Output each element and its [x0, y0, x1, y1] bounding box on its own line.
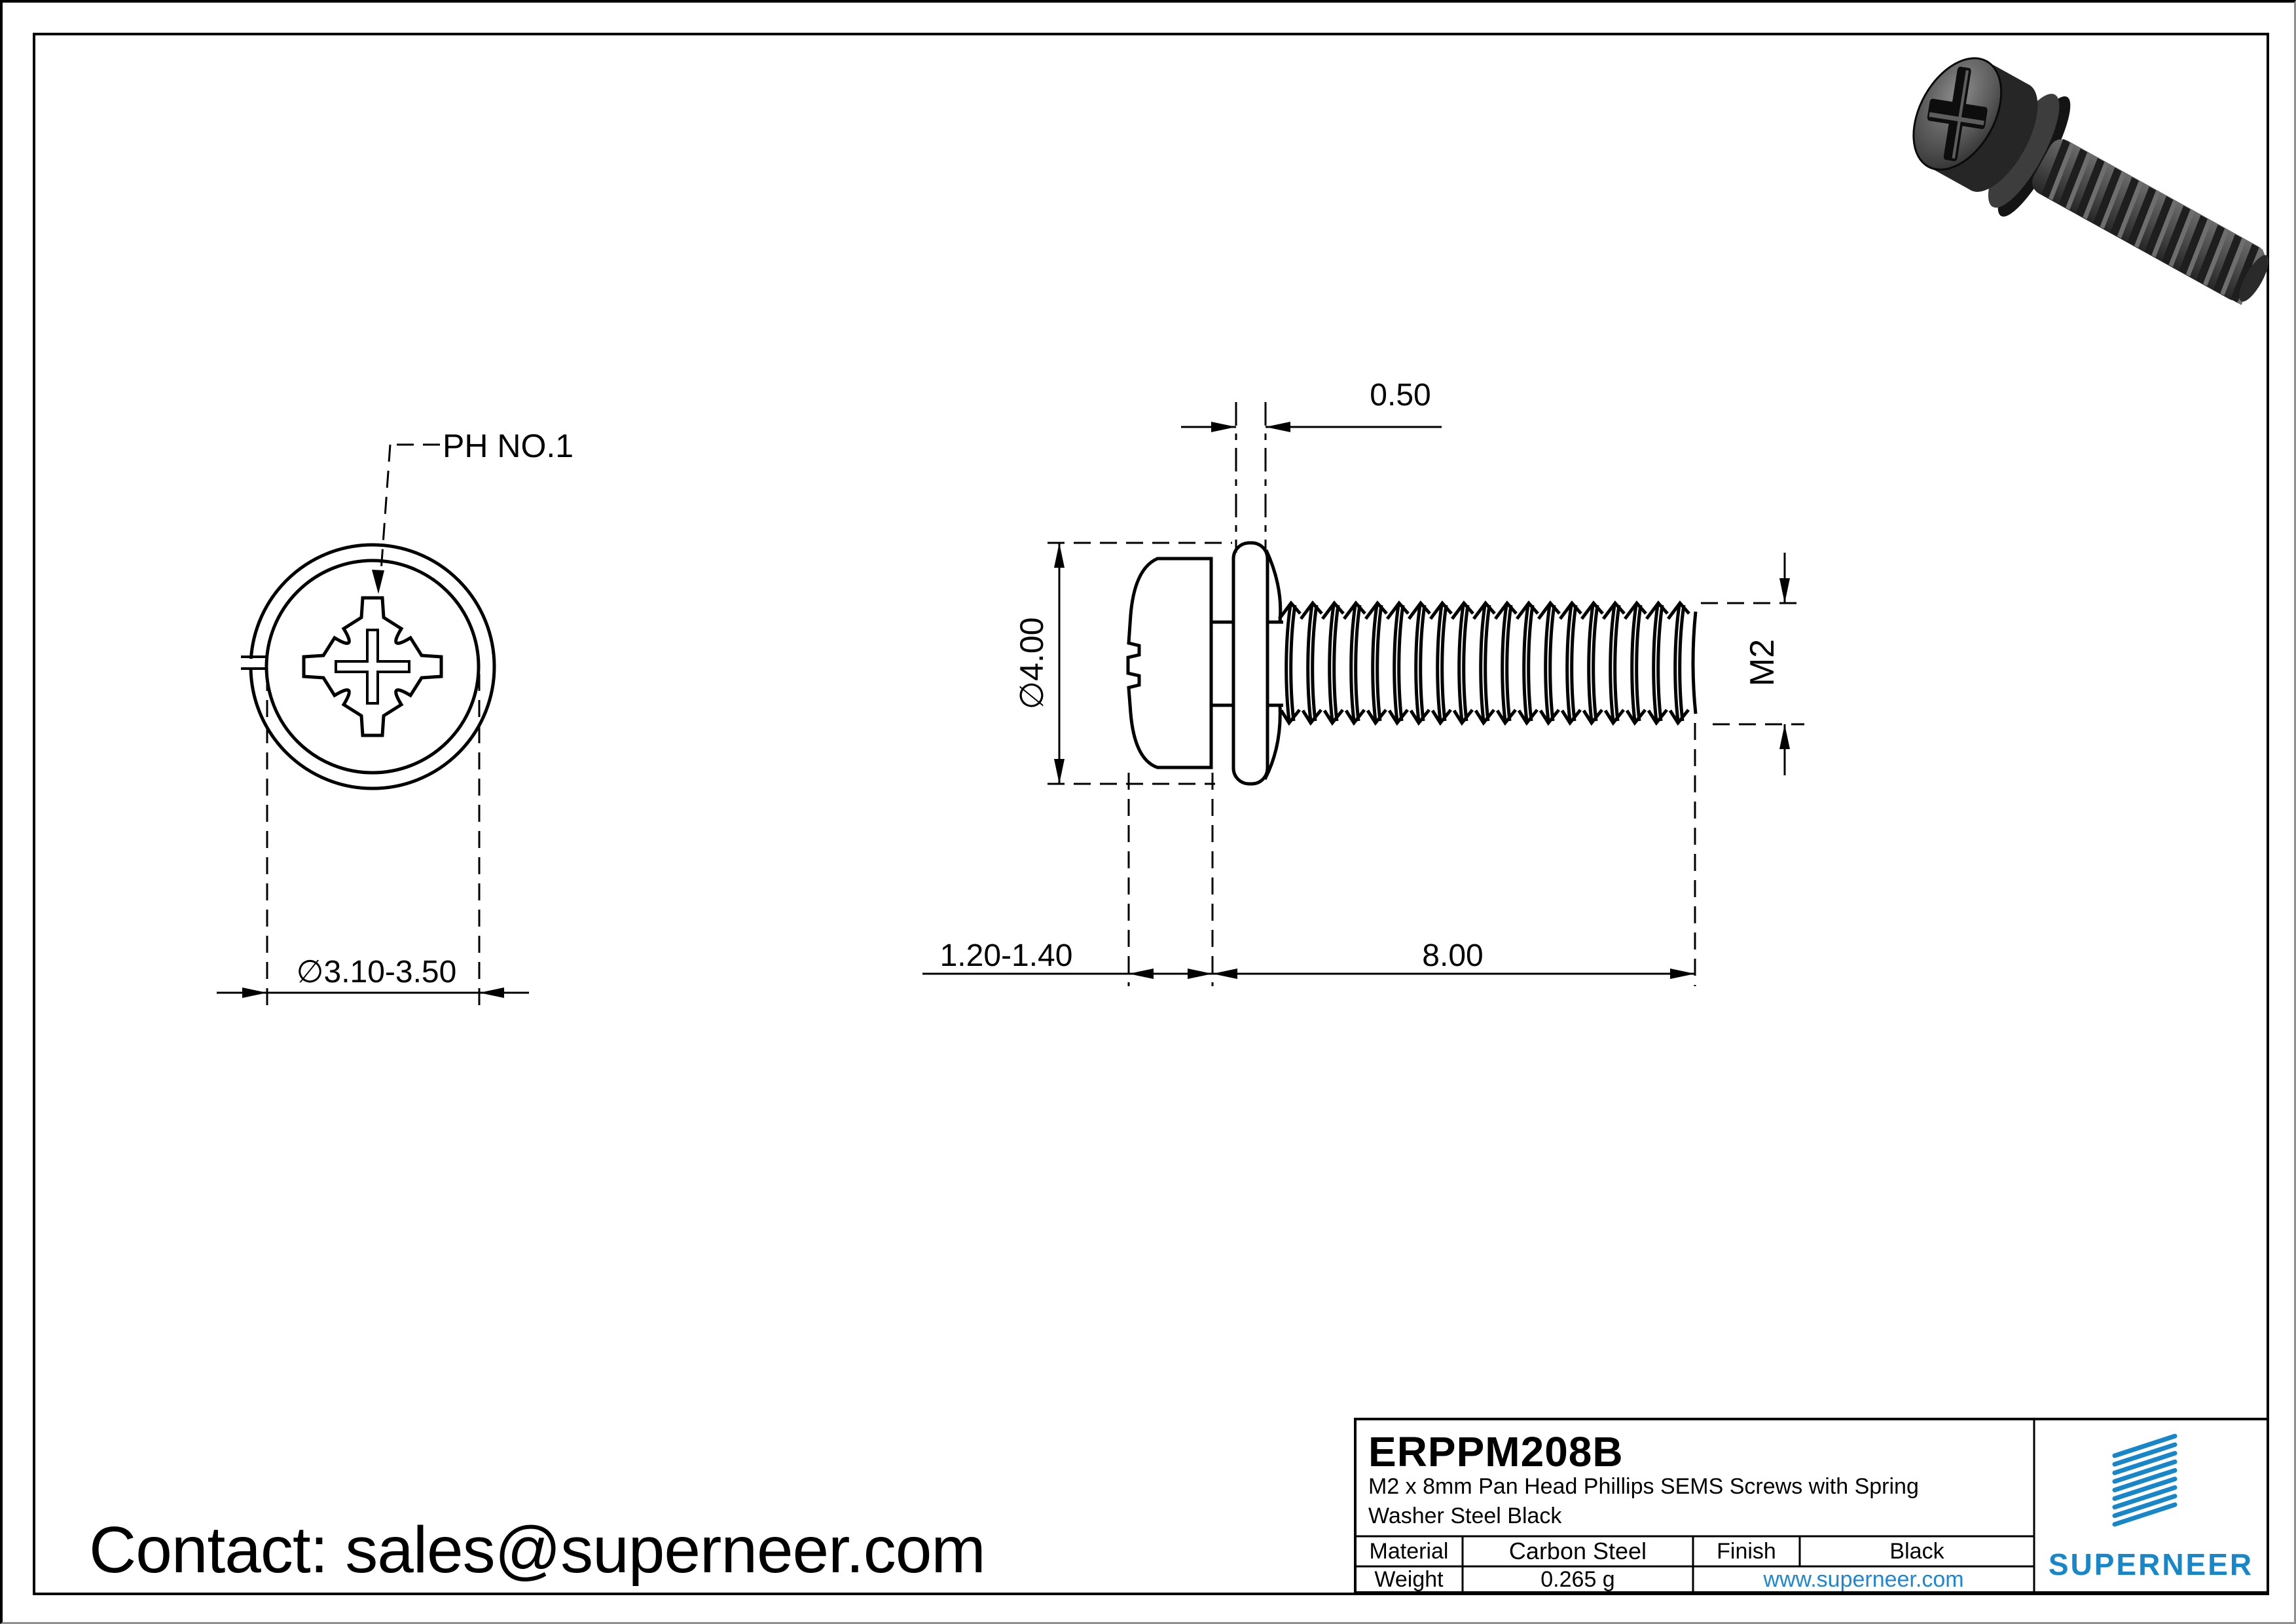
head-diameter-dim: ∅3.10-3.50: [296, 955, 457, 989]
part-description: M2 x 8mm Pan Head Phillips SEMS Screws w…: [1368, 1474, 1919, 1528]
thread-flanks: [1285, 604, 1686, 722]
pan-head-outline: [264, 559, 481, 775]
spring-washer-profile: [1231, 541, 1269, 786]
phillips-recess: [302, 596, 443, 737]
thread-crests: [1278, 600, 1690, 726]
dim-arrow: [1054, 543, 1065, 568]
dim-arrow: [1779, 724, 1790, 749]
weight-label: Weight: [1374, 1566, 1444, 1592]
technical-drawing: [33, 33, 2269, 1595]
superneer-logo-icon: [2112, 1433, 2178, 1527]
washer-thickness-dim: 0.50: [1370, 378, 1431, 413]
dim-arrow: [1211, 422, 1236, 432]
shank: [1211, 620, 1283, 707]
pan-head-profile: [1126, 557, 1213, 769]
front-view: [217, 443, 529, 1006]
contact-line: Contact: sales@superneer.com: [89, 1513, 986, 1588]
dim-arrow: [1129, 969, 1154, 979]
dim-arrow: [479, 987, 504, 998]
dim-arrow: [242, 987, 267, 998]
part-number: ERPPM208B: [1368, 1428, 1624, 1475]
thread-end-face: [1691, 611, 1698, 714]
weight-value: 0.265 g: [1540, 1566, 1615, 1592]
brand-wordmark: SUPERNEER: [2048, 1547, 2254, 1581]
front-dim: [217, 674, 529, 1006]
length-dims: [922, 723, 1696, 986]
material-value: Carbon Steel: [1508, 1538, 1647, 1564]
leader-arrow: [372, 570, 384, 594]
drawing-frame: [33, 33, 2269, 1595]
finish-value: Black: [1889, 1538, 1944, 1564]
dim-arrow: [1779, 578, 1790, 603]
title-block-lines: [1354, 1418, 2269, 1594]
dim-arrow: [1054, 759, 1065, 784]
outer-diameter-dim: ∅4.00: [1013, 617, 1050, 710]
spring-washer-outline: [249, 543, 496, 790]
material-label: Material: [1369, 1538, 1449, 1564]
screw-3d-render: [1912, 57, 2269, 305]
od-dim: [1048, 542, 1232, 785]
thread-length-dim: 8.00: [1422, 938, 1484, 973]
side-view: [922, 402, 1804, 986]
head-height-dim: 1.20-1.40: [939, 938, 1073, 973]
washer-back-leaf: [1264, 549, 1283, 623]
dim-arrow: [1670, 969, 1695, 979]
website-link[interactable]: www.superneer.com: [1763, 1566, 1964, 1592]
contact-label: Contact:: [89, 1513, 328, 1587]
thread-spec-dim: M2: [1743, 638, 1781, 687]
finish-label: Finish: [1717, 1538, 1776, 1564]
drive-type-label: PH NO.1: [443, 428, 574, 464]
drive-leader: [379, 443, 440, 581]
dim-arrow: [1212, 969, 1237, 979]
dim-arrow: [1188, 969, 1212, 979]
washer-back-leaf: [1263, 705, 1282, 781]
phillips-3d-cross: [1927, 66, 1988, 162]
washer-split-gap: [245, 659, 257, 667]
contact-email[interactable]: sales@superneer.com: [345, 1513, 985, 1587]
dim-arrow: [1266, 422, 1290, 432]
